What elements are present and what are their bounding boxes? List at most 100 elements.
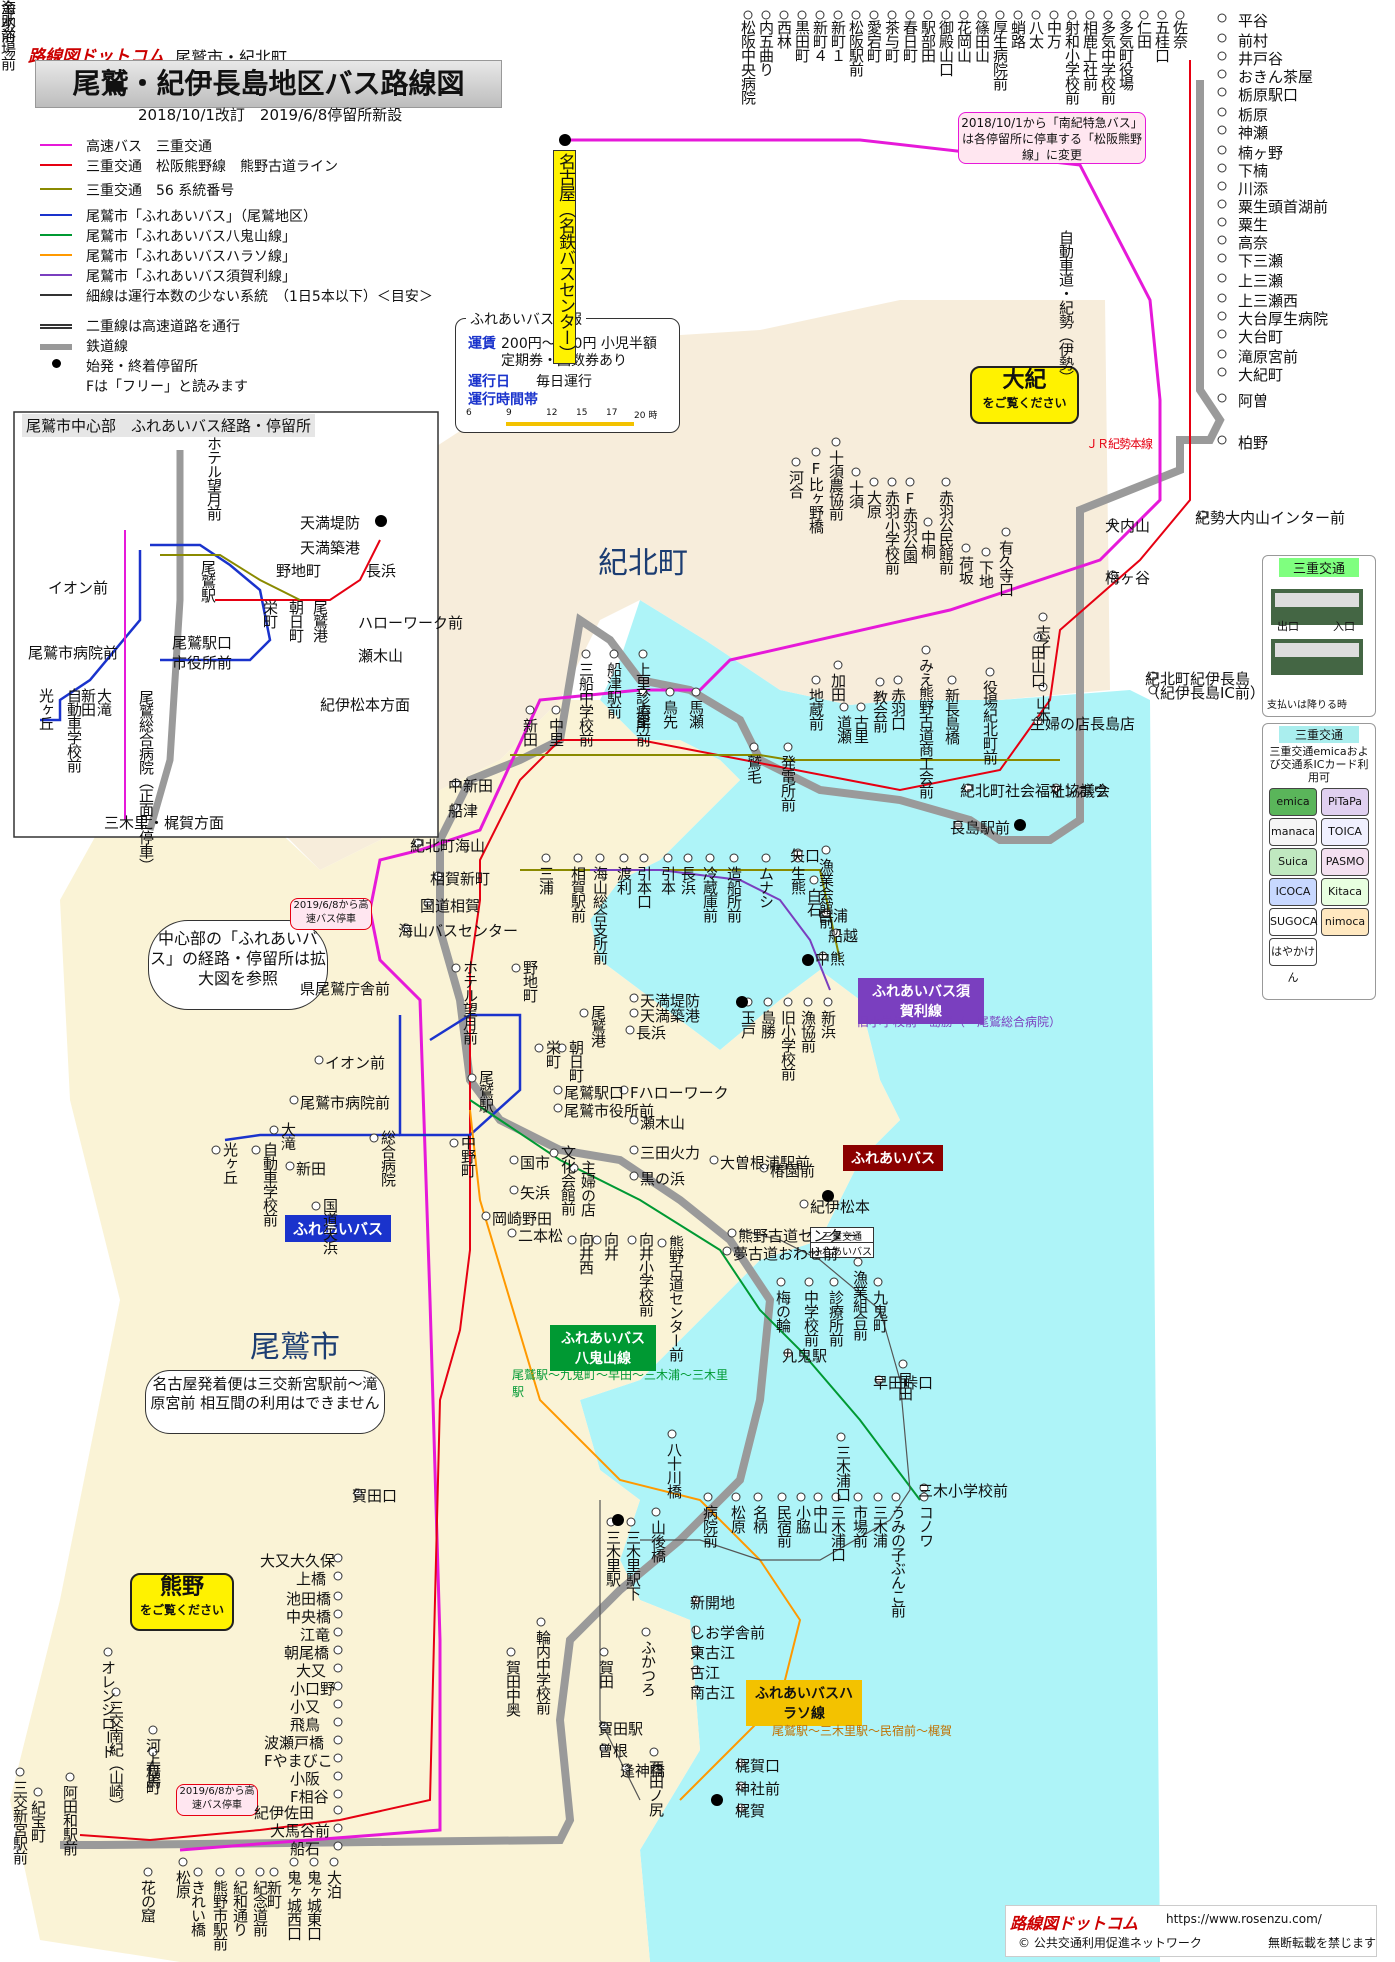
bus-stop-marker	[553, 1103, 563, 1113]
footer: 路線図ドットコム https://www.rosenzu.com/ © 公共交通…	[1005, 1905, 1377, 1957]
bus-stop-label: 阿曽	[1238, 392, 1269, 410]
bus-stop-marker	[963, 783, 973, 793]
taiki-badge[interactable]: 大紀 をご覧ください	[970, 366, 1079, 424]
terminal-shimakatsu	[802, 954, 814, 966]
bus-stop-label: 八太	[1027, 20, 1045, 48]
bus-stop-label: Fハローワーク	[630, 1084, 729, 1102]
bus-stop-label: 引本口	[635, 866, 653, 908]
bus-stop-marker	[853, 1492, 863, 1502]
yakiyama-tag[interactable]: ふれあいバス八鬼山線	[550, 1325, 656, 1371]
bus-stop-marker	[65, 1772, 75, 1782]
bus-stop-marker	[333, 1735, 343, 1745]
sugari-tag[interactable]: ふれあいバス須賀利線	[858, 978, 984, 1024]
bus-stop-marker	[333, 1805, 343, 1815]
bus-stop-marker	[796, 1492, 806, 1502]
new-stop-callout-1: 2019/6/8から高速バス停車	[290, 898, 372, 930]
haraso-orange-line	[469, 1109, 802, 1801]
bus-stop-label: うみの子ぶんこ前	[889, 1505, 907, 1617]
bus-stop-marker	[553, 1085, 563, 1095]
bus-stop-label: 主婦の店	[579, 1160, 597, 1216]
bus-bottom-window	[1275, 643, 1359, 657]
bus-stop-label: 飛鳥	[290, 1716, 321, 1734]
bus-stop-marker	[1051, 783, 1061, 793]
bus-stop-label: 上橋	[296, 1570, 327, 1588]
bus-stop-marker	[691, 1645, 701, 1655]
bus-stop-label: 梅ヶ谷	[1105, 569, 1151, 587]
bus-stop-marker	[549, 1148, 559, 1158]
bus-stop-marker	[815, 10, 825, 20]
inset-olive-route	[160, 554, 301, 601]
highway-route	[179, 138, 1162, 1852]
bus-stop-marker	[803, 997, 813, 1007]
footer-brand: 路線図ドットコム	[1010, 1914, 1139, 1933]
bus-stop-label: 三浦	[537, 866, 555, 894]
haraso-tag[interactable]: ふれあいバスハラソ線	[746, 1680, 862, 1726]
bus-stop-marker	[663, 853, 673, 863]
footer-url[interactable]: https://www.rosenzu.com/	[1166, 1912, 1322, 1926]
bus-stop-label: 川添	[1238, 180, 1269, 198]
bus-stop-marker	[703, 1492, 713, 1502]
bus-stop-marker	[451, 803, 461, 813]
bus-stop-label: 下地	[977, 560, 995, 588]
inset-stop-label: 瀬木山	[358, 647, 404, 665]
bus-stop-label: オレンジロード	[99, 1660, 117, 1758]
bus-stop-marker	[1217, 33, 1227, 43]
bus-stop-label: 射和小学校前	[1063, 20, 1081, 104]
bus-stop-marker	[619, 853, 629, 863]
bus-stop-marker	[1217, 367, 1227, 377]
bus-stop-marker	[314, 1055, 324, 1065]
bus-stop-label: 総合病院	[379, 1130, 397, 1186]
bus-stop-marker	[1108, 518, 1118, 528]
bus-stop-marker	[1049, 10, 1059, 20]
bus-stop-marker	[333, 1645, 343, 1655]
bus-stop-marker	[1217, 253, 1227, 263]
kumano-badge[interactable]: 熊野 をご覧ください	[130, 1573, 234, 1631]
bus-stop-label: 高奈	[1238, 234, 1269, 252]
bus-stop-marker	[818, 951, 828, 961]
bus-stop-label: 賀田口	[352, 1487, 398, 1505]
legend-label: 高速バス 三重交通	[86, 139, 212, 155]
bus-stop-marker	[211, 1145, 221, 1155]
fureai-red-tag[interactable]: ふれあいバス	[843, 1145, 943, 1171]
legend-swatch	[40, 144, 72, 146]
bus-stop-marker	[804, 1277, 814, 1287]
bus-stop-label: 黒田町	[793, 20, 811, 62]
bus-stop-marker	[621, 1763, 631, 1773]
ic-card-icoca: ICOCA	[1269, 878, 1317, 906]
inset-red-route	[215, 539, 381, 601]
bus-stop-marker	[736, 1803, 746, 1813]
bus-stop-marker	[333, 1841, 343, 1851]
bus-stop-marker	[1038, 682, 1048, 692]
bus-stop-label: 船越	[828, 927, 859, 945]
hours-tick: 9	[506, 408, 512, 418]
bus-stop-marker	[1001, 527, 1011, 537]
bus-stop-label: 西田ノ尻	[647, 1760, 665, 1816]
bus-stop-label: 多気町役場	[1117, 20, 1135, 90]
bus-stop-marker	[977, 10, 987, 20]
bus-stop-label: 大台厚生病院	[1238, 310, 1329, 328]
bus-stop-label: 神社前	[735, 1780, 781, 1798]
nagoya-label: 名古屋（名鉄バスセンター）	[553, 150, 576, 364]
bus-stop-marker	[722, 1246, 732, 1256]
bus-stop-label: 国道相賀	[420, 897, 481, 915]
system-56-line-2	[520, 869, 841, 961]
bus-stop-label: ホテル望月前	[461, 960, 479, 1044]
bus-stop-marker	[691, 1665, 701, 1675]
ic-card-kitaca: Kitaca	[1321, 878, 1369, 906]
info-hours-label: 運行時間帯	[468, 392, 538, 408]
fureai-blue-tag[interactable]: ふれあいバス	[285, 1215, 392, 1242]
bus-stop-marker	[649, 1747, 659, 1757]
bus-stop-label: F赤羽公園	[901, 490, 919, 563]
legend-label: 鉄道線	[86, 339, 128, 355]
bus-stop-marker	[333, 1681, 343, 1691]
bus-stop-label: 発電所前	[779, 755, 797, 811]
bus-stop-label: 前村	[1238, 32, 1269, 50]
bus-stop-label: 矢浜	[520, 1184, 551, 1202]
bus-stop-label: 九鬼駅	[782, 1347, 828, 1365]
bus-stop-label: 金助前	[0, 0, 17, 42]
bus-stop-label: 神瀬	[1238, 124, 1269, 142]
bus-stop-marker	[1033, 632, 1043, 642]
bus-stop-label: 小又	[290, 1698, 321, 1716]
bus-stop-label: 八十川橋	[665, 1442, 683, 1498]
inset-stop-label: 光ヶ丘	[37, 688, 55, 730]
